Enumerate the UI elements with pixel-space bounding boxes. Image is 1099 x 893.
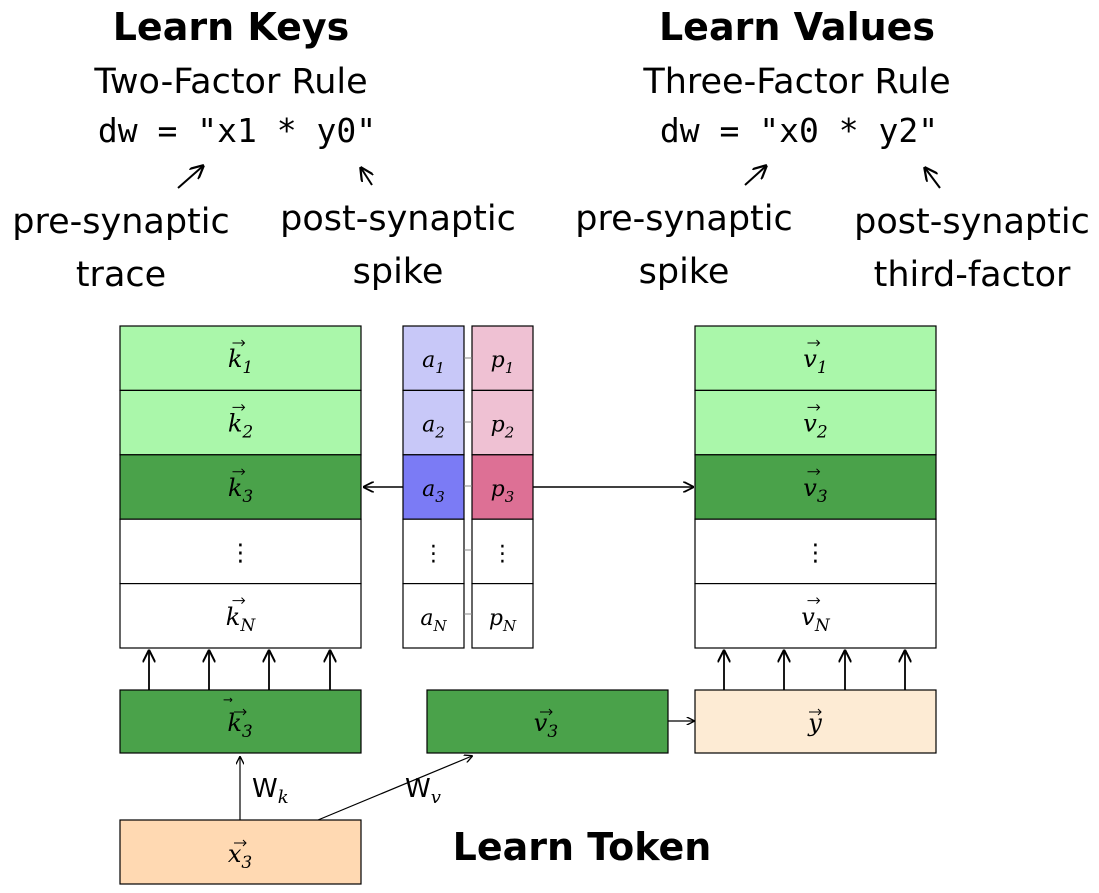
key-memory-cell: [119, 325, 362, 392]
input-value-label: v3: [534, 709, 558, 742]
keys-post-label-line1: post-synaptic: [280, 199, 516, 239]
a-column-cell: [402, 454, 465, 520]
key-memory-column: k1 k2 k3 ⋮ kN: [119, 325, 362, 649]
learn-values-header: Learn Values Three-Factor Rule dw = "x0 …: [575, 5, 1090, 295]
input-key-label: k3: [227, 709, 252, 742]
keys-post-label-line2: spike: [353, 252, 444, 292]
a-column-label: ⋮: [423, 541, 445, 566]
key-memory-cell: [119, 454, 362, 520]
output-y-label: y: [807, 709, 822, 737]
bottom-vector-arrows: [234, 708, 822, 847]
vector-arrow-icon: [232, 597, 246, 604]
a-column-label: aN: [420, 606, 447, 635]
keys-presynaptic-arrow: [177, 166, 203, 189]
input-value-rect: [426, 689, 669, 754]
value-memory-cell: [694, 582, 937, 649]
p-column-label: p1: [491, 348, 515, 377]
two-factor-rule-label: Two-Factor Rule: [93, 62, 367, 102]
p-column-label: p2: [491, 413, 515, 442]
value-memory-label: vN: [801, 603, 831, 636]
weight-v-label: Wv: [405, 774, 441, 808]
key-memory-label: k3: [228, 474, 253, 507]
key-memory-label: k2: [228, 410, 253, 443]
input-key-rect: [119, 689, 362, 754]
p-column-cell: [471, 518, 534, 585]
keys-pre-label-line2: trace: [76, 255, 166, 295]
wv-arrow: [317, 756, 472, 821]
a-column-cell: [402, 518, 465, 585]
vector-arrow-icon: [807, 468, 821, 476]
a-column-cell: [402, 389, 465, 456]
learn-keys-title: Learn Keys: [113, 5, 350, 49]
value-memory-cell: [694, 454, 937, 520]
key-memory-label: kN: [226, 603, 257, 636]
vector-arrow-icon: [540, 708, 553, 716]
keys-postsynaptic-arrow: [361, 168, 372, 186]
value-memory-cell: [694, 518, 937, 585]
p-column-label: ⋮: [492, 541, 514, 566]
value-memory-label: v3: [803, 474, 827, 507]
value-memory-label: v1: [803, 345, 827, 378]
a-column-cell: [402, 582, 465, 649]
value-memory-cell: [694, 389, 937, 456]
vector-arrow-icon: [807, 404, 821, 411]
output-y-rect: [694, 689, 937, 754]
a-column-cell: [402, 325, 465, 392]
weight-k-label: Wk: [252, 774, 289, 808]
key-update-arrows: [149, 651, 330, 690]
p-column-label: pN: [489, 606, 517, 635]
a-column-label: a2: [422, 413, 445, 442]
vector-arrow-icon: [232, 468, 246, 476]
vector-arrow-icon: [234, 708, 247, 716]
output-y-box: y: [694, 689, 937, 754]
value-memory-label: ⋮: [804, 538, 828, 566]
vector-arrow-icon: [807, 339, 821, 347]
key-memory-cell: [119, 582, 362, 649]
vector-arrow-icon: [807, 597, 821, 604]
learn-token-title: Learn Token: [453, 825, 712, 869]
ap-connectors: [464, 357, 472, 615]
values-pre-label-line2: spike: [639, 252, 730, 292]
key-memory-cell: [119, 518, 362, 585]
values-presynaptic-arrow: [744, 166, 766, 186]
keys-pre-label-line1: pre-synaptic: [12, 202, 230, 242]
three-factor-rule-label: Three-Factor Rule: [642, 62, 950, 102]
a-column: a1 a2 a3 ⋮ aN: [402, 325, 465, 649]
values-formula: dw = "x0 * y2": [660, 111, 938, 150]
a-column-label: a1: [422, 348, 445, 377]
p-column-cell: [471, 454, 534, 520]
token-box: x3: [119, 819, 362, 885]
keys-formula: dw = "x1 * y0": [98, 111, 376, 150]
token-label: x3: [228, 840, 252, 873]
value-memory-cell: [694, 325, 937, 392]
input-key-box: k3 ⃗: [119, 689, 362, 754]
input-value-box: v3: [426, 689, 669, 754]
key-memory-label: ⋮: [229, 538, 253, 566]
values-postsynaptic-arrow: [925, 168, 941, 189]
vector-arrow-icon: [809, 708, 822, 716]
p-column-cell: [471, 389, 534, 456]
value-memory-label: v2: [803, 410, 827, 443]
p-column: p1 p2 p3 ⋮ pN: [471, 325, 534, 649]
values-pre-label-line1: pre-synaptic: [575, 199, 793, 239]
values-post-label-line2: third-factor: [874, 255, 1071, 295]
learn-keys-header: Learn Keys Two-Factor Rule dw = "x1 * y0…: [12, 5, 516, 295]
learn-values-title: Learn Values: [659, 5, 935, 49]
values-post-label-line1: post-synaptic: [854, 202, 1090, 242]
key-memory-label: k1: [228, 345, 253, 378]
value-update-arrows: [724, 651, 905, 690]
vector-arrow-icon: [232, 404, 246, 411]
p-column-cell: [471, 582, 534, 649]
token-rect: [119, 819, 362, 885]
vector-arrow-icon: [234, 839, 247, 847]
p-column-label: p3: [491, 477, 515, 506]
vector-arrow-icon: [232, 339, 246, 347]
a-column-label: a3: [422, 477, 445, 506]
value-memory-column: v1 v2 v3 ⋮ vN: [694, 325, 937, 649]
